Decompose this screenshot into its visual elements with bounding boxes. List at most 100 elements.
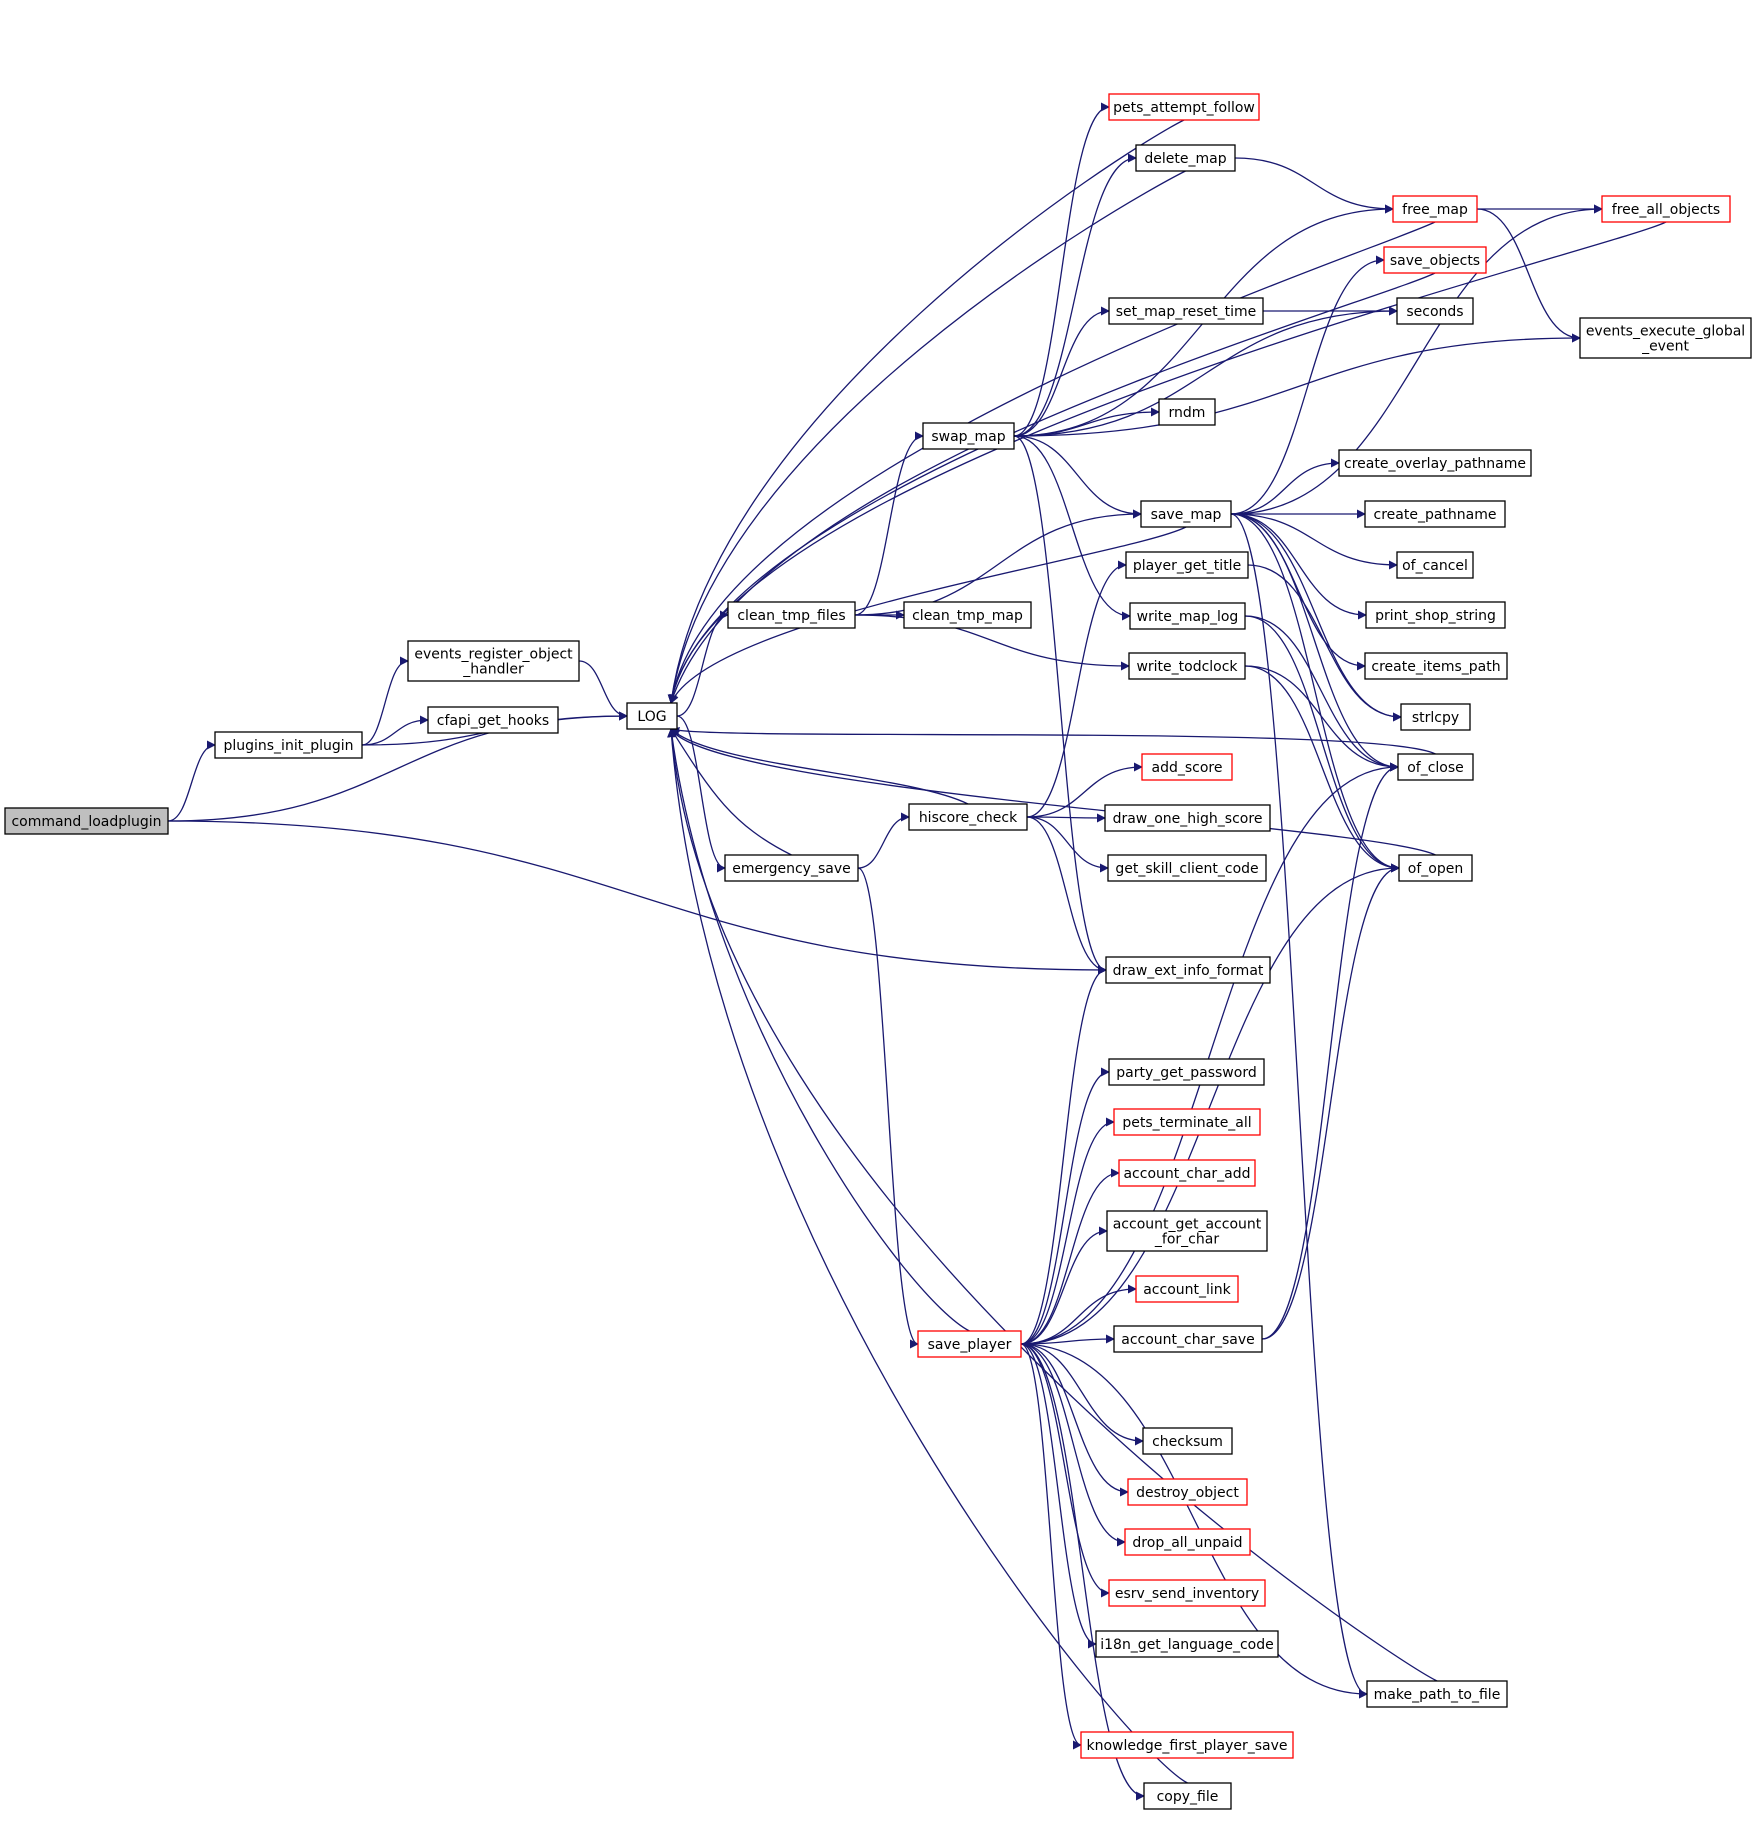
node-print_shop_string[interactable]: print_shop_string (1365, 601, 1506, 629)
edge-emergency_save-to-LOG (670, 728, 792, 856)
node-swap_map[interactable]: swap_map (922, 422, 1015, 450)
edge-save_player-to-drop_all_unpaid (1020, 1343, 1126, 1547)
node-draw_one_high_score[interactable]: draw_one_high_score (1104, 804, 1271, 832)
node-pets_attempt_follow[interactable]: pets_attempt_follow (1108, 93, 1260, 121)
node-create_overlay_pathname[interactable]: create_overlay_pathname (1338, 449, 1532, 477)
node-LOG[interactable]: LOG (626, 702, 678, 730)
node-strlcpy[interactable]: strlcpy (1400, 703, 1471, 731)
edge-swap_map-to-LOG (669, 448, 969, 704)
node-destroy_object[interactable]: destroy_object (1127, 1478, 1248, 1506)
node-create_items_path[interactable]: create_items_path (1364, 652, 1508, 680)
node-clean_tmp_map[interactable]: clean_tmp_map (903, 601, 1032, 629)
node-write_todclock[interactable]: write_todclock (1128, 652, 1246, 680)
edge-swap_map-to-delete_map (1013, 153, 1137, 437)
edge-save_player-to-checksum (1020, 1343, 1144, 1446)
node-label: clean_tmp_files (737, 608, 845, 624)
node-player_get_title[interactable]: player_get_title (1125, 551, 1249, 579)
node-box (427, 706, 559, 734)
node-get_skill_client_code[interactable]: get_skill_client_code (1107, 854, 1267, 882)
edge-save_player-to-knowledge_first_player_save (1020, 1343, 1082, 1750)
node-copy_file[interactable]: copy_file (1143, 1782, 1232, 1810)
node-box (1365, 601, 1506, 629)
node-save_map[interactable]: save_map (1140, 500, 1232, 528)
node-knowledge_first_player_save[interactable]: knowledge_first_player_save (1080, 1731, 1294, 1759)
node-label: cfapi_get_hooks (437, 713, 549, 729)
node-create_pathname[interactable]: create_pathname (1364, 500, 1506, 528)
node-write_map_log[interactable]: write_map_log (1129, 602, 1246, 630)
node-free_map[interactable]: free_map (1392, 195, 1478, 223)
node-draw_ext_info_format[interactable]: draw_ext_info_format (1105, 956, 1271, 984)
node-label: events_execute_global (1586, 324, 1745, 340)
node-esrv_send_inventory[interactable]: esrv_send_inventory (1108, 1579, 1266, 1607)
edge-hiscore_check-to-draw_one_high_score (1026, 813, 1106, 823)
node-set_map_reset_time[interactable]: set_map_reset_time (1108, 297, 1264, 325)
node-events_register_object_handler[interactable]: events_register_object_handler (407, 640, 580, 682)
node-plugins_init_plugin[interactable]: plugins_init_plugin (214, 731, 363, 759)
edge-hiscore_check-to-draw_ext_info_format (1026, 816, 1107, 975)
node-label: of_cancel (1402, 558, 1468, 574)
node-box (1113, 1325, 1263, 1353)
node-label: free_all_objects (1612, 202, 1720, 218)
node-pets_terminate_all[interactable]: pets_terminate_all (1113, 1108, 1261, 1136)
edge-save_map-to-strlcpy (1230, 513, 1402, 722)
edge-command_loadplugin-to-plugins_init_plugin (167, 740, 216, 822)
node-label: hiscore_check (919, 810, 1018, 826)
node-checksum[interactable]: checksum (1142, 1427, 1233, 1455)
edge-account_char_save-to-of_close (1261, 762, 1399, 1340)
node-label: emergency_save (732, 861, 851, 877)
node-i18n_get_language_code[interactable]: i18n_get_language_code (1095, 1630, 1279, 1658)
edge-save_map-to-of_cancel (1230, 513, 1398, 570)
node-label: create_overlay_pathname (1344, 456, 1526, 472)
node-box (1143, 1782, 1232, 1810)
edge-swap_map-to-save_map (1013, 435, 1142, 519)
node-drop_all_unpaid[interactable]: drop_all_unpaid (1124, 1528, 1251, 1556)
node-label: of_close (1407, 760, 1464, 776)
node-box (903, 601, 1032, 629)
edge-command_loadplugin-to-draw_ext_info_format (167, 820, 1107, 975)
node-free_all_objects[interactable]: free_all_objects (1601, 195, 1731, 223)
node-label: create_pathname (1374, 507, 1497, 523)
node-box (214, 731, 363, 759)
node-rndm[interactable]: rndm (1158, 398, 1216, 426)
node-label: command_loadplugin (11, 814, 161, 830)
node-box (1108, 297, 1264, 325)
node-box (1125, 551, 1249, 579)
node-label: draw_ext_info_format (1113, 963, 1264, 979)
node-delete_map[interactable]: delete_map (1135, 144, 1236, 172)
node-hiscore_check[interactable]: hiscore_check (908, 803, 1028, 831)
node-of_cancel[interactable]: of_cancel (1396, 551, 1474, 579)
node-seconds[interactable]: seconds (1396, 297, 1474, 325)
node-label: swap_map (931, 429, 1005, 445)
node-add_score[interactable]: add_score (1141, 753, 1233, 781)
node-make_path_to_file[interactable]: make_path_to_file (1366, 1680, 1508, 1708)
node-label: pets_attempt_follow (1113, 100, 1255, 116)
edge-swap_map-to-rndm (1013, 407, 1160, 437)
node-label: write_todclock (1136, 659, 1238, 675)
node-emergency_save[interactable]: emergency_save (724, 854, 859, 882)
edge-save_player-to-i18n_get_language_code (1020, 1343, 1097, 1649)
node-box (1579, 317, 1752, 359)
edge-save_player-to-make_path_to_file (1020, 1343, 1368, 1699)
node-account_get_account_for_char[interactable]: account_get_account_for_char (1106, 1210, 1268, 1252)
edge-save_objects-to-LOG (668, 272, 1436, 704)
node-of_close[interactable]: of_close (1397, 753, 1474, 781)
node-cfapi_get_hooks[interactable]: cfapi_get_hooks (427, 706, 559, 734)
node-clean_tmp_files[interactable]: clean_tmp_files (727, 601, 856, 629)
node-account_char_save[interactable]: account_char_save (1113, 1325, 1263, 1353)
node-label: write_map_log (1137, 609, 1239, 625)
node-events_execute_global_event[interactable]: events_execute_global_event (1579, 317, 1752, 359)
node-of_open[interactable]: of_open (1398, 854, 1473, 882)
node-account_link[interactable]: account_link (1135, 1275, 1239, 1303)
node-party_get_password[interactable]: party_get_password (1108, 1058, 1265, 1086)
node-account_char_add[interactable]: account_char_add (1118, 1159, 1256, 1187)
node-box (1118, 1159, 1256, 1187)
node-save_player[interactable]: save_player (917, 1330, 1022, 1358)
node-command_loadplugin[interactable]: command_loadplugin (4, 807, 169, 835)
node-label: knowledge_first_player_save (1086, 1738, 1287, 1754)
node-label: esrv_send_inventory (1115, 1586, 1259, 1602)
edge-swap_map-to-write_map_log (1013, 435, 1131, 621)
edge-save_map-to-create_items_path (1230, 513, 1366, 671)
edge-account_char_save-to-of_open (1261, 863, 1400, 1340)
node-save_objects[interactable]: save_objects (1383, 246, 1487, 274)
node-box (922, 422, 1015, 450)
